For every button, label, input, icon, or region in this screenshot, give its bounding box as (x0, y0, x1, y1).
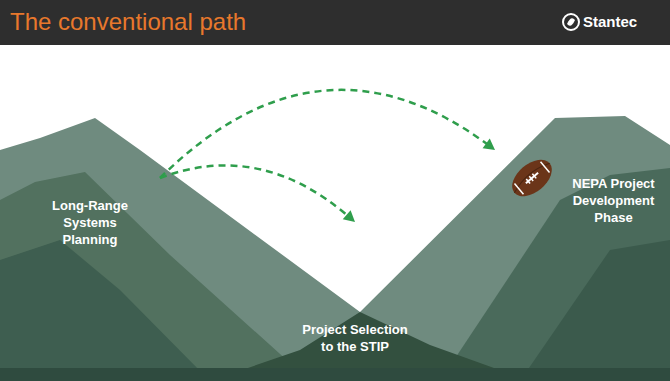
dashed-arrow (160, 165, 355, 222)
dashed-line (160, 165, 349, 216)
football-icon (505, 152, 558, 203)
dashed-arrow (160, 90, 495, 178)
logo-icon (562, 13, 580, 31)
arrow-head (343, 210, 355, 222)
slide-title: The conventional path (10, 8, 246, 36)
logo-text: Stantec (583, 13, 637, 30)
right-front-mountain (520, 240, 670, 381)
stage-label: Project Selection to the STIP (295, 322, 415, 356)
stage-label: NEPA Project Development Phase (564, 176, 664, 227)
dashed-line (160, 90, 489, 178)
right-mid-mountain (440, 168, 670, 381)
mountain-label-region: Long-Range Systems Planning (15, 178, 165, 255)
stage-label: Long-Range Systems Planning (35, 198, 145, 249)
mountain-label-region: NEPA Project Development Phase (495, 140, 670, 240)
back-mountains (0, 116, 670, 381)
mountain-label-region: Project Selection to the STIP (285, 222, 425, 362)
left-front-mountain (0, 240, 210, 381)
left-mid-mountain (0, 172, 310, 381)
arrow-head (483, 139, 495, 150)
ground-strip (0, 368, 670, 381)
